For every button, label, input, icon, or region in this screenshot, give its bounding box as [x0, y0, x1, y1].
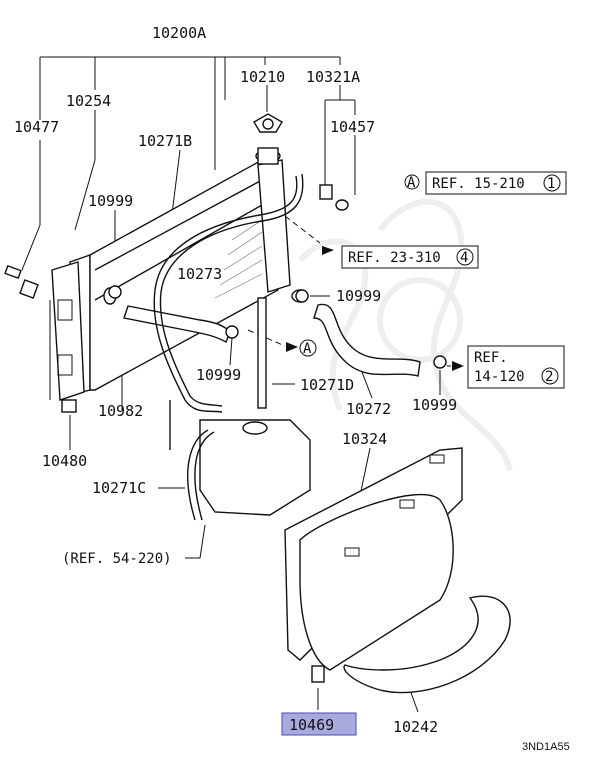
ref1-text: REF. 15-210 [432, 176, 525, 192]
drain-plug [4, 264, 39, 299]
reservoir-tank [169, 400, 311, 521]
ref-54-220: (REF. 54-220) [62, 551, 172, 567]
label-10200A: 10200A [152, 24, 206, 42]
ref2-num: 4 [460, 250, 468, 266]
highlight-10469[interactable]: 10469 [281, 712, 357, 736]
hose-clamps [108, 285, 447, 369]
ref3-num: 2 [545, 369, 553, 385]
label-10273: 10273 [177, 265, 222, 283]
label-10210: 10210 [240, 68, 285, 86]
label-10999-c: 10999 [336, 287, 381, 305]
bolt-10480 [49, 300, 77, 413]
overflow-hose-d [257, 297, 267, 409]
radiator-cap [253, 113, 283, 133]
ref-15-210: A REF. 15-210 1 [404, 171, 567, 195]
label-10242: 10242 [393, 718, 438, 736]
ref-arrow-a: A [286, 339, 317, 357]
label-10999-d: 10999 [412, 396, 457, 414]
label-10271C: 10271C [92, 479, 146, 497]
part-labels: 10200A 10210 10321A 10254 10477 10271B 1… [14, 24, 457, 736]
ref-14-120: REF. 14-120 2 [452, 345, 565, 389]
ref1-marker: A [407, 175, 416, 191]
bolt-10457 [319, 184, 349, 211]
fan-shroud [284, 447, 463, 671]
ref1-num: 1 [547, 176, 555, 192]
ref2-text: REF. 23-310 [348, 250, 441, 266]
label-10321A: 10321A [306, 68, 360, 86]
lower-hose [103, 287, 231, 343]
highlight-box [281, 712, 357, 736]
ref-23-310: REF. 23-310 4 [322, 245, 479, 269]
watermark-emblem [297, 198, 513, 471]
label-10254: 10254 [66, 92, 111, 110]
label-10271D: 10271D [300, 376, 354, 394]
ref3-line2: 14-120 [474, 369, 525, 385]
diagram-code: 3ND1A55 [522, 741, 570, 753]
label-10469: 10469 [289, 716, 334, 734]
label-10271B: 10271B [138, 132, 192, 150]
label-10457: 10457 [330, 118, 375, 136]
bolt-10469 [311, 665, 325, 683]
filler-neck [255, 147, 281, 165]
lower-shroud [343, 595, 511, 694]
label-10999-b: 10999 [196, 366, 241, 384]
label-10477: 10477 [14, 118, 59, 136]
ref3-line1: REF. [474, 350, 508, 366]
label-10999-a: 10999 [88, 192, 133, 210]
arrowA-marker: A [303, 341, 312, 357]
overflow-hose-b [153, 173, 304, 413]
label-10982: 10982 [98, 402, 143, 420]
label-10272: 10272 [346, 400, 391, 418]
label-10480: 10480 [42, 452, 87, 470]
label-10324: 10324 [342, 430, 387, 448]
